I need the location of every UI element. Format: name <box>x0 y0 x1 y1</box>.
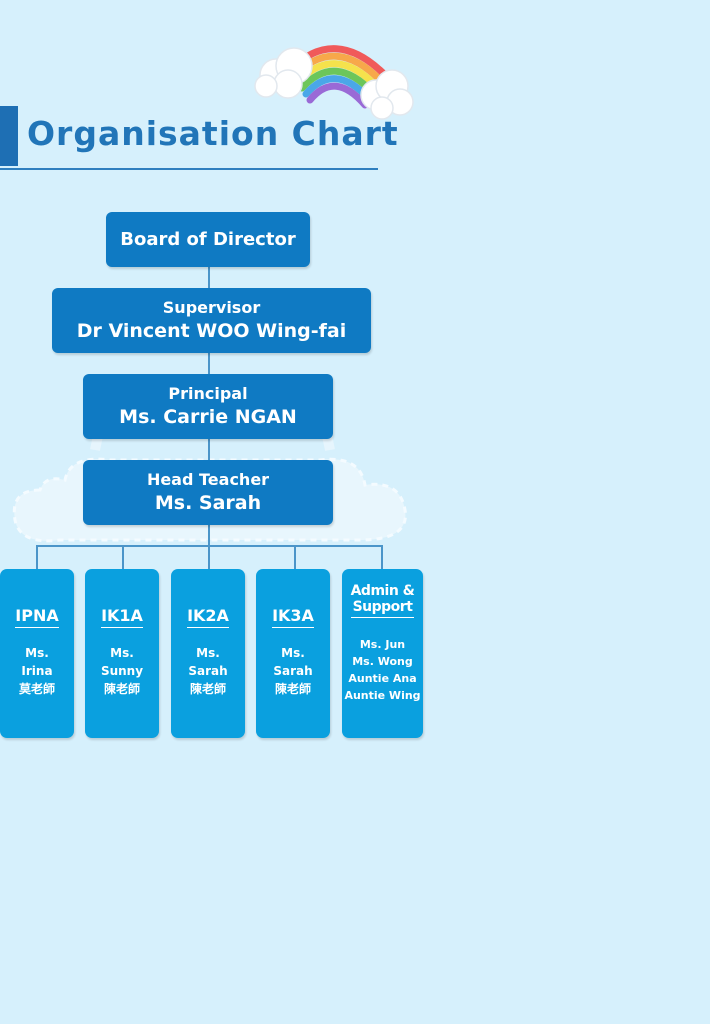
connector-class-ik2a <box>208 545 210 570</box>
class-box-admin-support: Admin & Support Ms. Jun Ms. Wong Auntie … <box>342 569 423 738</box>
rainbow-cloud-icon <box>254 45 414 120</box>
title-accent-bar <box>0 106 18 166</box>
title-underline <box>0 168 378 170</box>
supervisor-box: Supervisor Dr Vincent WOO Wing-fai <box>52 288 371 353</box>
class-code: IK1A <box>101 607 143 628</box>
class-staff: Ms. Jun Ms. Wong Auntie Ana Auntie Wing <box>342 636 423 704</box>
staff-line: 陳老師 <box>103 682 140 696</box>
connector-board-supervisor <box>208 266 210 288</box>
connector-principal-headteacher <box>208 438 210 460</box>
staff-line: 莫老師 <box>18 682 55 696</box>
staff-line: Ms. Wong <box>352 655 413 668</box>
connector-class-admin <box>381 545 383 570</box>
supervisor-role: Supervisor <box>162 297 261 317</box>
class-staff: Ms. Sunny 陳老師 <box>85 644 159 698</box>
staff-line: Ms. Jun <box>359 638 406 651</box>
admin-support-heading: Admin & Support <box>350 583 415 618</box>
connector-class-ipna <box>36 545 38 570</box>
head-teacher-name: Ms. Sarah <box>154 491 262 514</box>
staff-line: Auntie Wing <box>344 689 421 702</box>
board-of-director-label: Board of Director <box>120 228 296 250</box>
class-box-ik1a: IK1A Ms. Sunny 陳老師 <box>85 569 159 738</box>
class-staff: Ms. Irina 莫老師 <box>0 644 74 698</box>
staff-line: Ms. <box>25 646 49 660</box>
principal-box: Principal Ms. Carrie NGAN <box>83 374 333 439</box>
principal-name: Ms. Carrie NGAN <box>119 405 297 428</box>
staff-line: Sunny <box>100 664 144 678</box>
class-code: IK3A <box>272 607 314 628</box>
staff-line: Sarah <box>188 664 228 678</box>
supervisor-name: Dr Vincent WOO Wing-fai <box>76 319 347 342</box>
class-staff: Ms. Sarah 陳老師 <box>256 644 330 698</box>
board-of-director-box: Board of Director <box>106 212 310 267</box>
head-teacher-role: Head Teacher <box>146 469 270 489</box>
staff-line: Sarah <box>273 664 313 678</box>
staff-line: Ms. <box>281 646 305 660</box>
staff-line: 陳老師 <box>189 682 226 696</box>
staff-line: 陳老師 <box>274 682 311 696</box>
page-title: Organisation Chart <box>27 114 399 153</box>
connector-headteacher-classes <box>208 524 210 546</box>
heading-line: Admin & <box>350 583 415 599</box>
staff-line: Ms. <box>110 646 134 660</box>
class-staff: Ms. Sarah 陳老師 <box>171 644 245 698</box>
heading-line: Support <box>352 599 413 615</box>
class-box-ik3a: IK3A Ms. Sarah 陳老師 <box>256 569 330 738</box>
staff-line: Ms. <box>196 646 220 660</box>
staff-line: Irina <box>21 664 53 678</box>
head-teacher-box: Head Teacher Ms. Sarah <box>83 460 333 525</box>
class-code: IK2A <box>187 607 229 628</box>
staff-line: Auntie Ana <box>348 672 417 685</box>
connector-supervisor-principal <box>208 352 210 374</box>
class-box-ik2a: IK2A Ms. Sarah 陳老師 <box>171 569 245 738</box>
connector-class-ik1a <box>122 545 124 570</box>
principal-role: Principal <box>168 383 248 403</box>
class-code: IPNA <box>15 607 59 628</box>
class-box-ipna: IPNA Ms. Irina 莫老師 <box>0 569 74 738</box>
connector-class-ik3a <box>294 545 296 570</box>
